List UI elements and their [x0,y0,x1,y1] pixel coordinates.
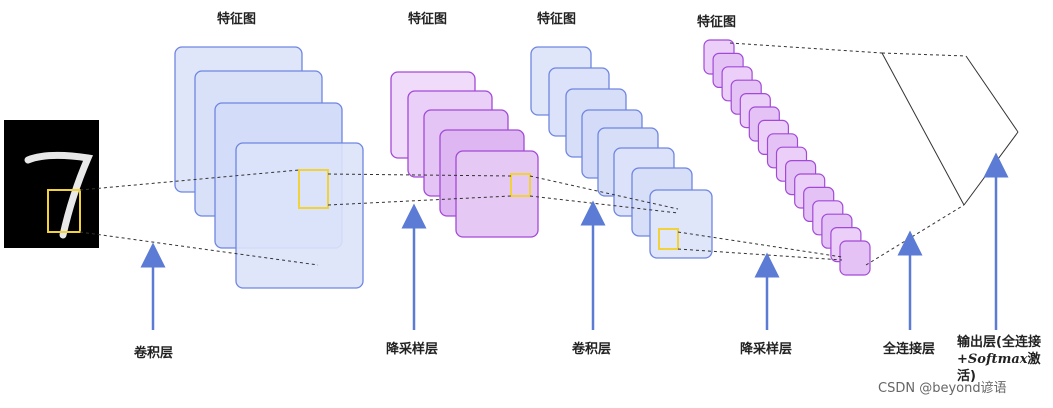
input-image [4,120,99,248]
feature-map-title-1: 特征图 [217,12,257,27]
conv1-feature-maps [174,46,364,289]
output-label: 输出层(全连接 +Softmax激活) [957,334,1053,385]
pool2-label: 降采样层 [740,342,793,357]
conv2-receptive-field [658,228,679,250]
digit-stroke [24,151,94,239]
pool1-feature-maps [390,71,539,238]
output-rest: 激活) [957,352,1041,384]
input-receptive-field [47,189,81,233]
conv1-receptive-field [298,169,329,209]
feature-map-title-3: 特征图 [537,12,577,27]
feature-map-title-4: 特征图 [697,15,737,30]
conv1-label: 卷积层 [134,346,174,361]
output-plus: + [957,352,968,367]
output-label-line2: +Softmax激活) [957,351,1053,385]
conv2-feature-maps [530,46,713,259]
feature-map [455,150,539,238]
conv2-label: 卷积层 [572,342,612,357]
output-softmax: Softmax [967,352,1028,367]
pooled-feature-map [839,240,871,276]
feature-map [235,142,364,289]
layer-arrows [140,152,1009,330]
output-label-line1: 输出层(全连接 [957,335,1041,350]
fc-label: 全连接层 [883,342,936,357]
pool1-receptive-field [510,173,531,197]
pool2-feature-maps [703,39,871,276]
watermark: CSDN @beyond谚语 [878,381,1007,396]
pool1-label: 降采样层 [386,342,439,357]
feature-map-title-2: 特征图 [408,12,448,27]
